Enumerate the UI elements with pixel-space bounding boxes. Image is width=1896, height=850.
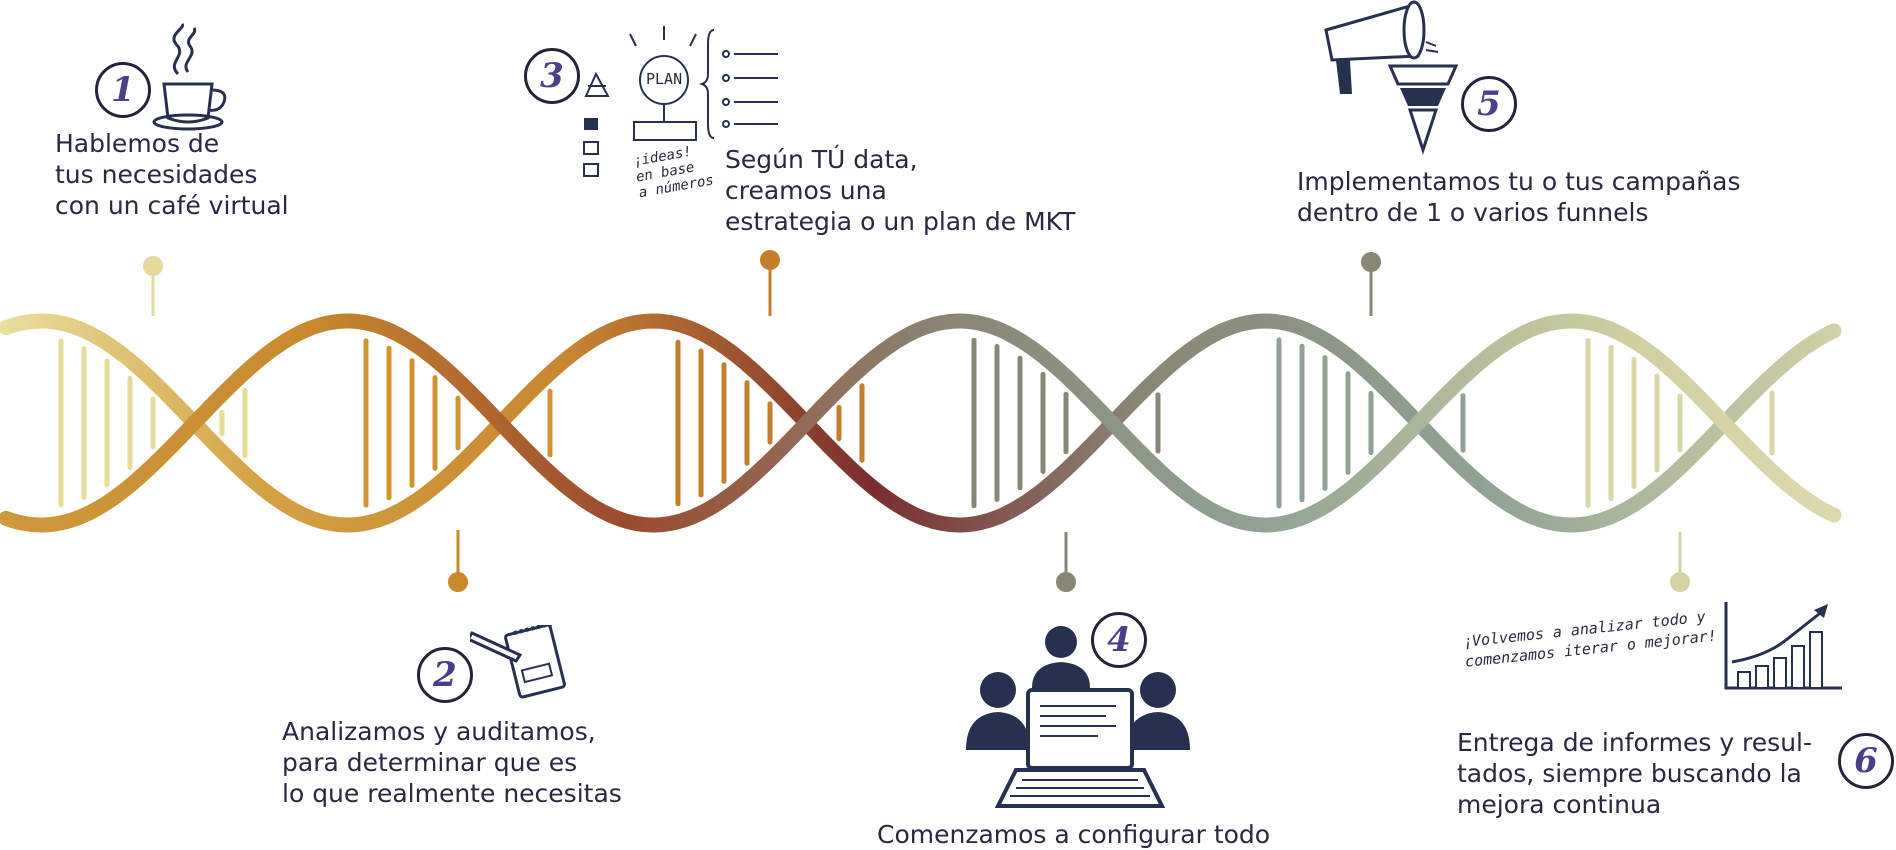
step-6-badge: 6 xyxy=(1838,733,1894,789)
connector-2 xyxy=(448,530,468,592)
notepad-pencil-icon xyxy=(470,625,566,699)
coffee-cup-icon xyxy=(152,22,227,131)
connector-5 xyxy=(1361,252,1381,316)
step-2-text: Analizamos y auditamos,para determinar q… xyxy=(282,717,622,808)
connector-6 xyxy=(1670,532,1690,592)
plan-sketch-icon xyxy=(583,26,778,177)
plan-label: PLAN xyxy=(646,70,683,88)
growth-chart-icon xyxy=(1724,602,1842,690)
helix-strand-a xyxy=(0,313,1842,533)
connector-1 xyxy=(143,256,163,316)
step-4-badge: 4 xyxy=(1091,612,1147,668)
megaphone-funnel-icon xyxy=(1324,0,1459,155)
step-6-text: Entrega de informes y resul-tados, siemp… xyxy=(1457,728,1813,819)
helix-strand-b xyxy=(0,313,1842,533)
step-2-badge: 2 xyxy=(417,647,473,703)
step-3-badge: 3 xyxy=(524,48,580,104)
step-4-text: Comenzamos a configurar todo xyxy=(877,820,1271,849)
step-1-badge: 1 xyxy=(95,62,151,118)
connector-4 xyxy=(1056,532,1076,592)
helix-rungs xyxy=(58,337,1775,509)
connector-3 xyxy=(760,250,780,316)
step-5-badge: 5 xyxy=(1461,76,1517,132)
team-laptop-icon xyxy=(966,626,1190,808)
